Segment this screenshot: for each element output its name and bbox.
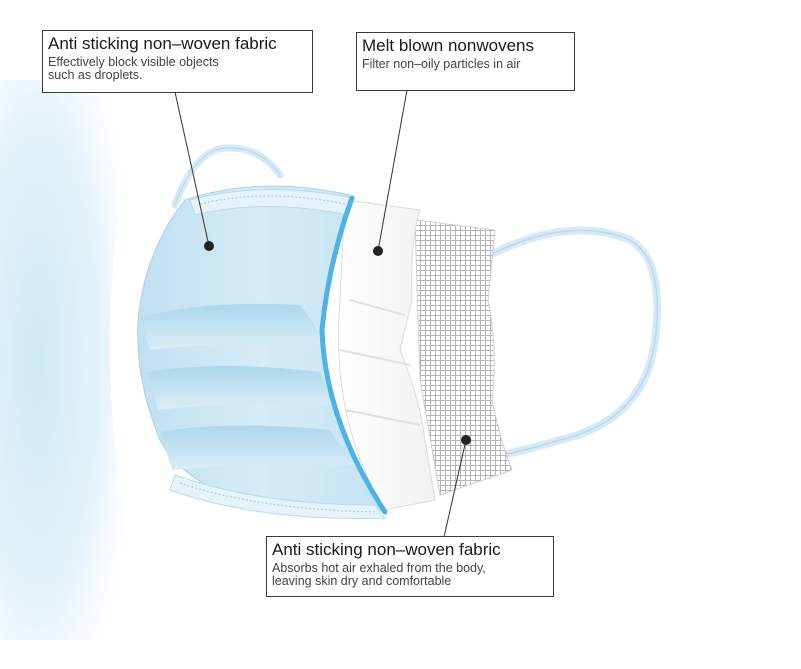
callout-outer-desc-line2: such as droplets.	[48, 68, 143, 82]
leader-line-inner	[443, 439, 467, 538]
pleat-2	[148, 366, 335, 410]
callout-inner-desc-line1: Absorbs hot air exhaled from the body,	[272, 561, 486, 575]
middle-white-layer	[337, 199, 436, 511]
leader-line-middle	[377, 89, 408, 252]
inner-mesh-layer	[414, 219, 513, 496]
marker-dot-outer	[204, 241, 214, 251]
marker-dot-inner	[461, 435, 471, 445]
leader-line-outer	[174, 91, 210, 247]
blue-edge-stripe	[319, 195, 388, 515]
callout-middle-layer: Melt blown nonwovens Filter non–oily par…	[356, 32, 575, 91]
pleat-1	[140, 303, 325, 350]
pleat-3	[160, 425, 355, 470]
right-ear-loop	[486, 226, 662, 459]
bottom-band	[169, 474, 386, 519]
background-glow	[0, 80, 150, 640]
callout-inner-desc-line2: leaving skin dry and comfortable	[272, 574, 452, 588]
callout-outer-layer: Anti sticking non–woven fabric Effective…	[42, 30, 313, 93]
callout-middle-desc-line1: Filter non–oily particles in air	[362, 57, 521, 71]
marker-dot-middle	[373, 246, 383, 256]
callout-outer-title: Anti sticking non–woven fabric	[48, 34, 277, 53]
callout-inner-layer: Anti sticking non–woven fabric Absorbs h…	[266, 536, 554, 597]
callout-middle-title: Melt blown nonwovens	[362, 36, 534, 55]
callout-inner-title: Anti sticking non–woven fabric	[272, 540, 501, 559]
callout-outer-desc-line1: Effectively block visible objects	[48, 55, 219, 69]
